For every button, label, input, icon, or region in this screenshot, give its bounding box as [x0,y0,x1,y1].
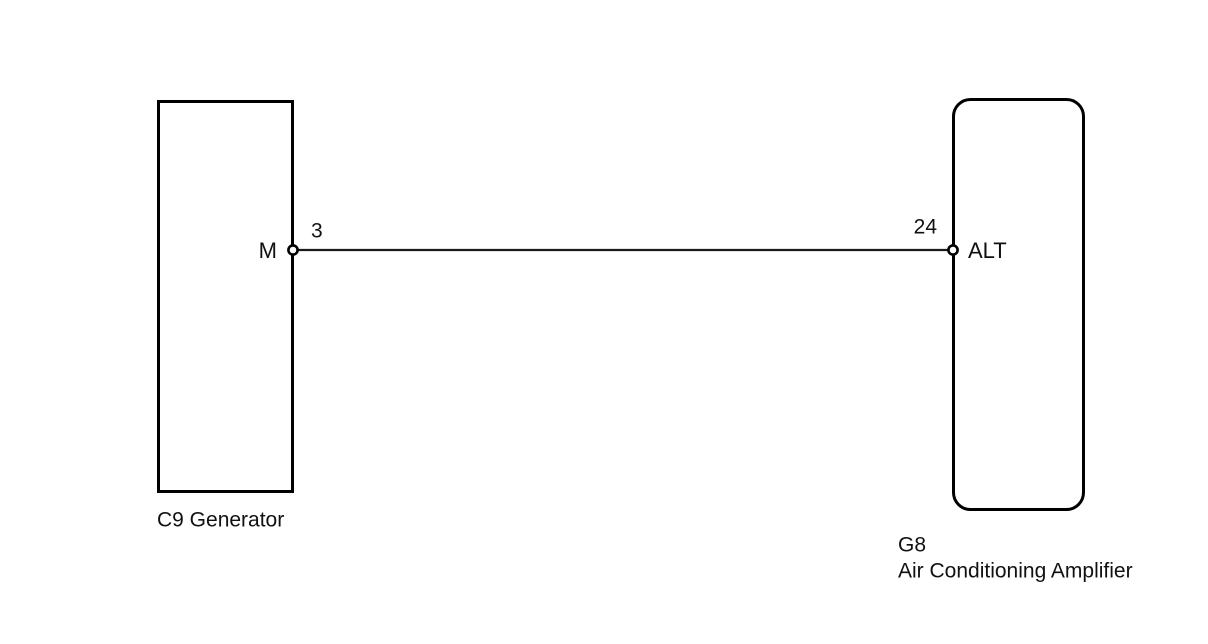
terminal-label-alt: ALT [968,238,1007,263]
terminal-label-m: M [259,238,277,263]
terminal-dot-amplifier-alt[interactable] [947,244,959,256]
pin-number-24: 24 [914,216,938,239]
ac-amplifier-caption-name: Air Conditioning Amplifier [898,560,1133,583]
pin-number-3: 3 [311,220,323,243]
generator-component-box[interactable] [157,100,294,493]
ac-amplifier-caption-code: G8 [898,534,926,557]
generator-caption: C9 Generator [157,509,284,532]
ac-amplifier-component-box[interactable] [952,98,1085,511]
terminal-dot-generator-m[interactable] [287,244,299,256]
